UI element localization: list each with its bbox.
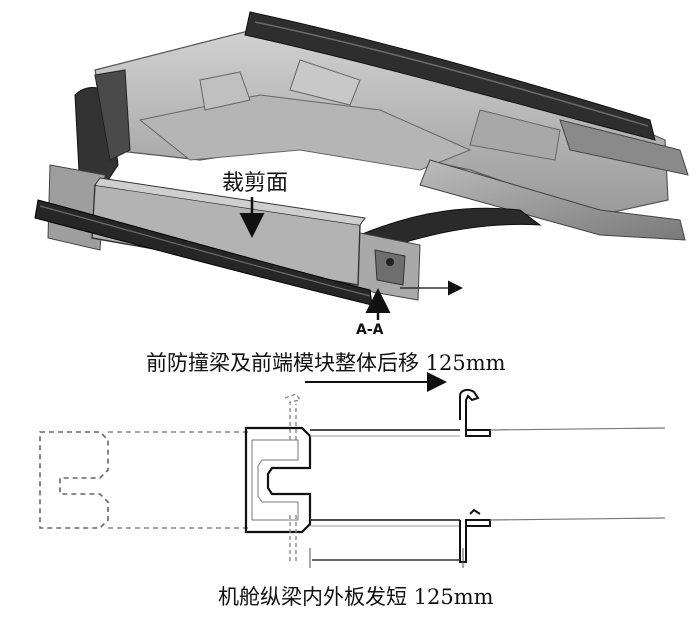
new-bumper-section <box>244 426 312 534</box>
right-longitudinal-rail <box>419 159 686 241</box>
caption-bottom: 机舱纵梁内外板发短 125mm <box>218 585 494 609</box>
section-diagram <box>39 388 666 568</box>
flange-upper <box>459 388 491 437</box>
right-front-arm <box>358 207 542 251</box>
section-aa-label: A-A <box>356 322 384 338</box>
caption-top: 前防撞梁及前端模块整体后移 125mm <box>146 351 506 375</box>
cut-plane-label: 裁剪面 <box>222 171 288 196</box>
vehicle-front-structure-illustration: 裁剪面 A-A <box>34 11 689 338</box>
cowl-crossmember <box>244 11 656 141</box>
original-bumper-section <box>39 431 109 529</box>
flange-lower <box>459 508 491 563</box>
